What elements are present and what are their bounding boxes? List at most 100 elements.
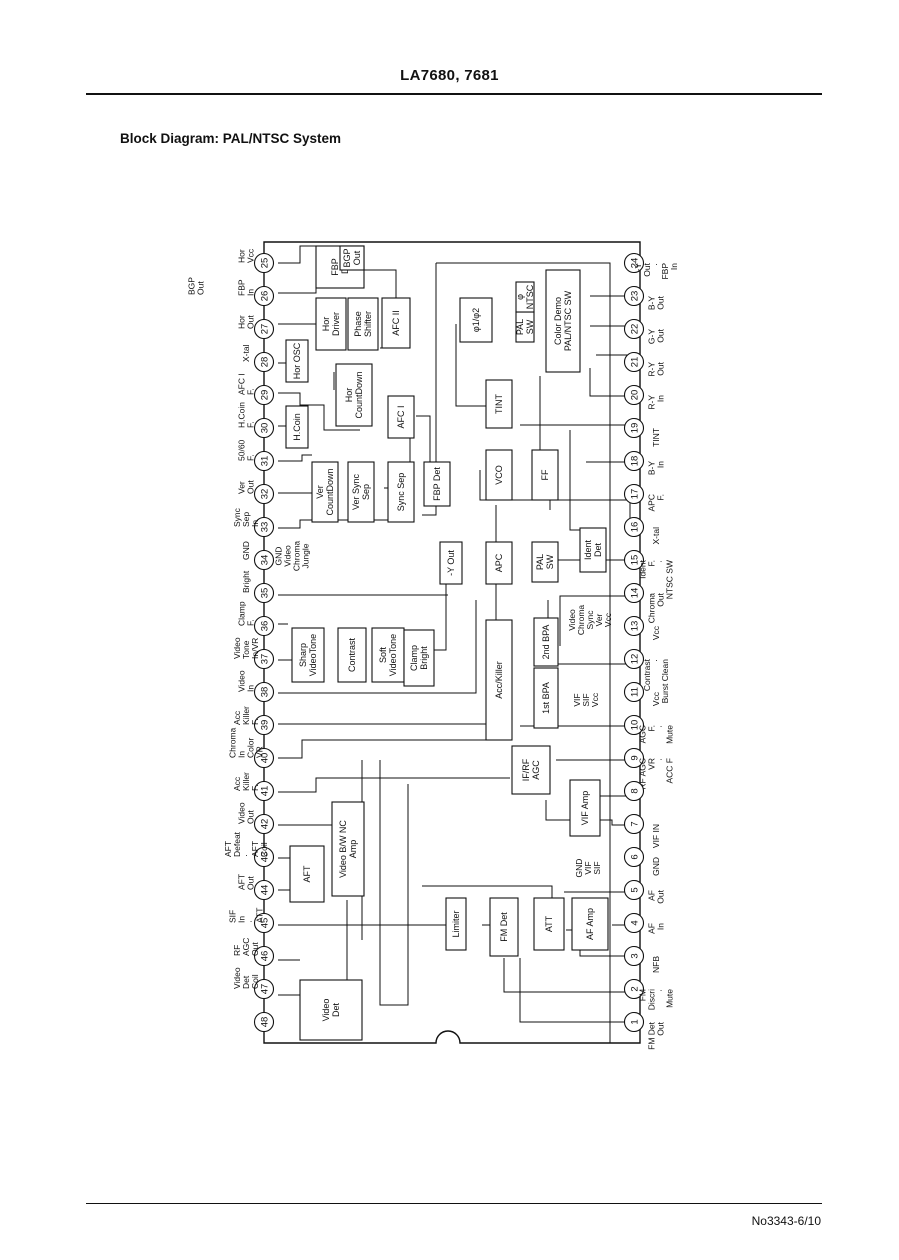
2nd-bpa-label: 2nd BPA <box>541 625 551 660</box>
page-header-title: LA7680, 7681 <box>400 67 499 84</box>
pin-label-4: AFIn <box>647 923 666 934</box>
ident-det-label: IdentDet <box>583 539 603 560</box>
fbp-det2-block: FBP Det <box>423 461 451 507</box>
pin-9: 9RF AGCVR·ACC F <box>623 747 675 790</box>
header-rule <box>86 93 822 95</box>
pin-number-47: 47 <box>260 984 271 995</box>
pin-label-35: Bright <box>241 570 251 593</box>
pin-label-42: VideoOut <box>237 802 256 824</box>
pin-number-15: 15 <box>630 555 641 566</box>
aft-block: AFT <box>289 845 325 903</box>
pin-23: 23 B-YOut <box>623 285 666 310</box>
2nd-bpa-block: 2nd BPA <box>533 617 559 667</box>
phi12-block: φ1/φ2 <box>459 297 493 343</box>
af-amp-block: AF Amp <box>571 897 609 951</box>
afc2-label: AFC II <box>391 310 401 336</box>
apc-label: APC <box>494 553 504 572</box>
phase-shifter-label: PhaseShifter <box>353 311 373 337</box>
pin-label-7: VIF IN <box>651 824 661 848</box>
phi12-label: φ1/φ2 <box>471 308 481 332</box>
vco-label: VCO <box>494 465 504 485</box>
pin-number-2: 2 <box>630 986 641 991</box>
supply-notes: GNDVideoChromaJungleVideoChromaSyncVerVc… <box>274 541 614 878</box>
pin-number-40: 40 <box>260 753 271 764</box>
pin-label-23: B-YOut <box>647 295 666 310</box>
vcc-vif-sif-note: VIFSIFVcc <box>572 692 600 707</box>
pin-label-32: VerOut <box>237 480 256 494</box>
pin-number-25: 25 <box>260 258 271 269</box>
pin-label-39: AccKillerF. <box>232 706 260 725</box>
ident-det-block: IdentDet <box>579 527 607 573</box>
gnd-jungle-note: GNDVideoChromaJungle <box>274 541 311 572</box>
ver-sync-sep-block: Ver SyncSep <box>347 461 375 523</box>
pin-number-23: 23 <box>630 291 641 302</box>
pin-label-43: AFTDefeat·AFTCoil <box>223 831 269 857</box>
contrast-label: Contrast <box>347 637 357 672</box>
1st-bpa-block: 1st BPA <box>533 667 559 729</box>
clamp-bright-label: ClampBright <box>409 645 429 671</box>
color-demo-block: Color DemoPAL/NTSC SW <box>545 269 581 373</box>
sync-sep-label: Sync Sep <box>396 473 406 512</box>
pin-number-4: 4 <box>630 920 641 925</box>
pin-label-12: Contrast·Burst Clean <box>642 658 670 703</box>
clamp-bright-block: ClampBright <box>403 629 435 687</box>
acc-killer-block: Acc/Killer <box>485 619 513 741</box>
pin-number-33: 33 <box>260 522 271 533</box>
afc1-label: AFC I <box>396 405 406 428</box>
video-bw-nc-label: Video B/W NCAmp <box>338 820 358 878</box>
pin-number-3: 3 <box>630 953 641 958</box>
hor-countdown-block: HorCountDown <box>335 363 373 427</box>
pin-number-24: 24 <box>630 258 641 269</box>
pin-number-48: 48 <box>260 1017 271 1028</box>
ver-sync-sep-label: Ver SyncSep <box>351 473 371 510</box>
pin-label-27: HorOut <box>237 315 256 329</box>
pin-number-11: 11 <box>630 687 641 697</box>
pin-label-13: Vcc <box>651 625 661 640</box>
pin-number-28: 28 <box>260 357 271 368</box>
hor-countdown-label: HorCountDown <box>344 371 364 418</box>
bgp-out-label: BGPOut <box>342 248 362 267</box>
ff-label: FF <box>540 469 550 480</box>
pin-label-17: APCF. <box>647 494 666 511</box>
sharp-video-tone-block: SharpVideoTone <box>291 627 325 683</box>
pin-label-21: R-YOut <box>647 361 666 376</box>
pin-label-5: AFOut <box>647 889 666 903</box>
vcc-vsc-note: VideoChromaSyncVerVcc <box>567 605 613 636</box>
hor-osc-block: Hor OSC <box>285 339 309 383</box>
pin-label-47: VideoDetCoil <box>232 967 260 989</box>
pal-sw-block: PALSW <box>531 541 559 583</box>
hor-driver-label: HorDriver <box>321 312 341 336</box>
pin-number-31: 31 <box>260 456 271 467</box>
pin-label-19: TINT <box>651 428 661 447</box>
pin-number-13: 13 <box>630 621 641 632</box>
y-out-label: -Y Out <box>446 550 456 576</box>
pin-label-34: GND <box>241 541 251 560</box>
pin-28: 28X-tal <box>241 344 275 373</box>
fm-det-label: FM Det <box>499 912 509 942</box>
bgp-out-label: BGPOut <box>187 277 206 295</box>
pin-number-17: 17 <box>630 489 641 500</box>
pin-label-3: NFB <box>651 956 661 973</box>
pin-number-6: 6 <box>630 854 641 859</box>
afc1-block: AFC I <box>387 395 415 439</box>
pin-label-15: IdentF.·NTSC SW <box>638 559 675 599</box>
